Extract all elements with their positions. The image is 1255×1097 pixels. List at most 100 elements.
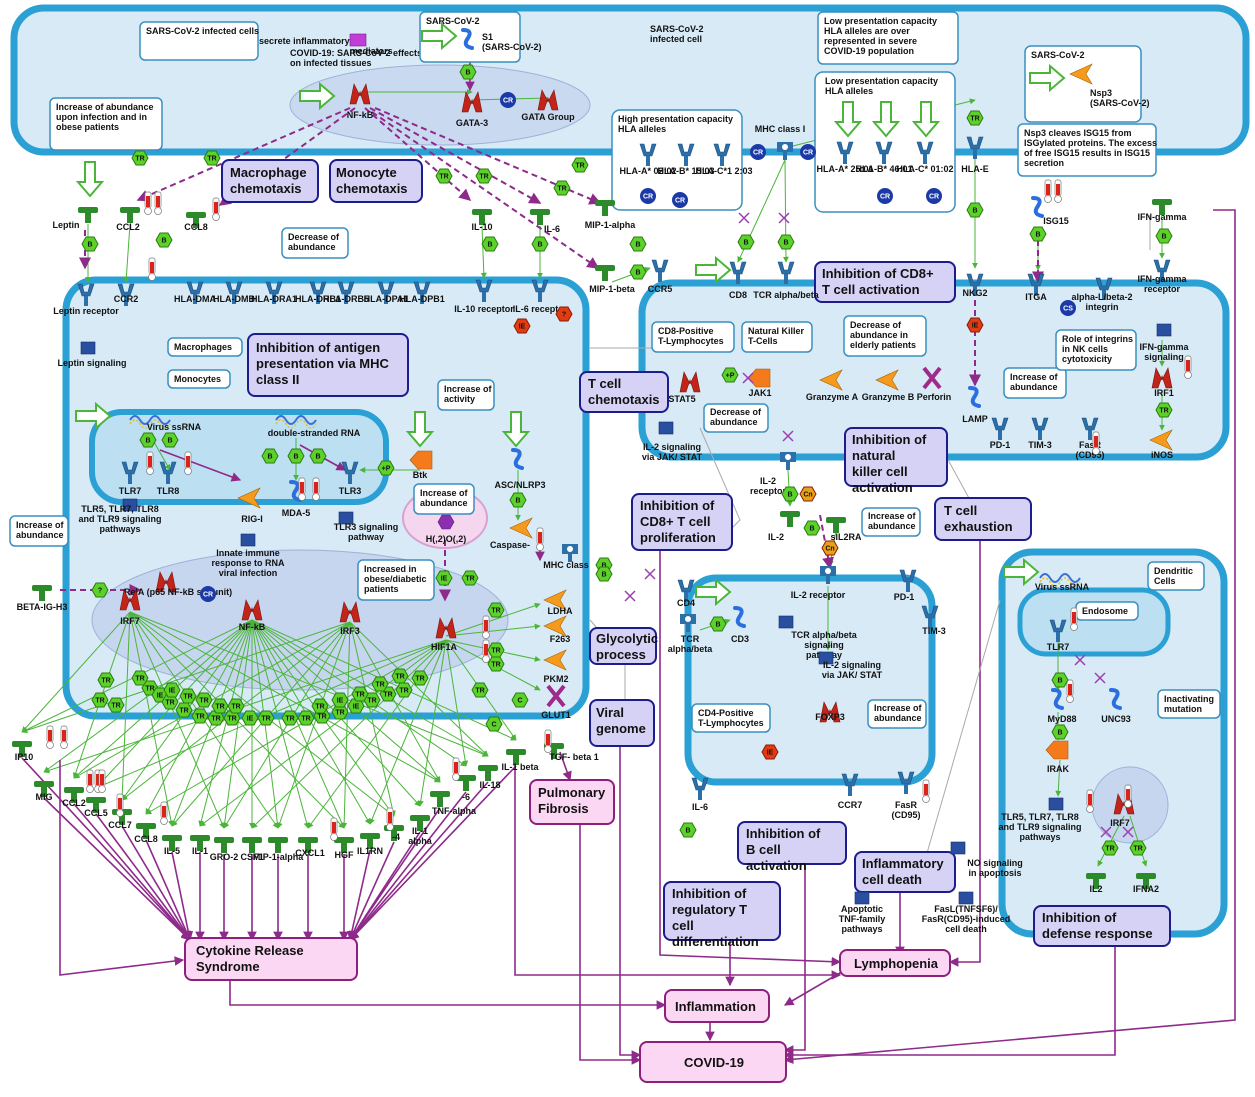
edge-label-b: B bbox=[1057, 730, 1062, 737]
edge-label-b: B bbox=[635, 270, 640, 277]
edge-label-tr: TR bbox=[165, 700, 174, 707]
cd4-cell bbox=[684, 574, 936, 786]
edge-label-tr: TR bbox=[95, 698, 104, 705]
node-mda5: MDA-5 bbox=[282, 508, 311, 518]
inhibition-mark bbox=[644, 568, 656, 580]
edge-label-ie: IE bbox=[441, 576, 448, 583]
node-ccr2: CCR2 bbox=[114, 294, 139, 304]
node-leptin_signaling: Leptin signaling bbox=[58, 358, 127, 368]
edge-label-tr: TR bbox=[207, 156, 216, 163]
static-edges bbox=[59, 45, 1236, 1065]
node-ip10: IP10 bbox=[15, 752, 34, 762]
node-cd4: CD4 bbox=[677, 598, 695, 608]
node-il10: IL-10 bbox=[471, 222, 492, 232]
node-h2o2: H(,2)O(,2) bbox=[426, 534, 467, 544]
edge-label-b: B bbox=[87, 242, 92, 249]
node-mip1alpha_top: MIP-1-alpha bbox=[585, 220, 637, 230]
edge-label-c: C bbox=[491, 722, 496, 729]
inhibition-mark bbox=[1100, 826, 1112, 838]
node-ccl5: CCL5 bbox=[84, 808, 108, 818]
edge-label-cn: Cn bbox=[803, 492, 812, 499]
node-ccl2_top: CCL2 bbox=[116, 222, 140, 232]
node-jak1: JAK1 bbox=[748, 388, 771, 398]
edge-label-cr: CR bbox=[503, 98, 513, 105]
edge-label-ie: IE bbox=[972, 323, 979, 330]
edge-label-tr: TR bbox=[145, 686, 154, 693]
node-tim3_top: TIM-3 bbox=[1028, 440, 1052, 450]
nsp3-label: Nsp3(SARS-CoV-2) bbox=[1090, 88, 1150, 108]
edge-label-tr: TR bbox=[465, 576, 474, 583]
edge-label-tr: TR bbox=[383, 692, 392, 699]
edge-label-cr: CR bbox=[643, 194, 653, 201]
node-il1beta: IL-1 beta bbox=[501, 762, 539, 772]
edge-label-ie: IE bbox=[337, 698, 344, 705]
node-hla_a_0202: HLA-A* 02:02 bbox=[619, 166, 676, 176]
node-ccl8_top: CCL8 bbox=[184, 222, 208, 232]
node-nkg2: NKG2 bbox=[962, 288, 987, 298]
inhibition-mark bbox=[1094, 672, 1106, 684]
edge-label-cn: Cn bbox=[825, 546, 834, 553]
node-dsrna: double-stranded RNA bbox=[268, 428, 361, 438]
node-il10_receptor: IL-10 receptor bbox=[454, 304, 514, 314]
node-stat5: STAT5 bbox=[668, 394, 695, 404]
edge-label-tr: TR bbox=[101, 678, 110, 685]
edge-label-tr: TR bbox=[1159, 408, 1168, 415]
inhibition-mark bbox=[782, 430, 794, 442]
edge-label-tr: TR bbox=[575, 163, 584, 170]
edge-label-tr: TR bbox=[415, 676, 424, 683]
edge-label-tr: TR bbox=[183, 694, 192, 701]
purple-edges bbox=[21, 757, 517, 942]
node-il1rn: IL1RN bbox=[357, 846, 383, 856]
node-il1: IL-1 bbox=[192, 846, 208, 856]
endosome-dc bbox=[1017, 587, 1171, 657]
s1-label: S1(SARS-CoV-2) bbox=[482, 32, 542, 52]
node-leptin_receptor: Leptin receptor bbox=[53, 306, 119, 316]
edge-label-b: B bbox=[601, 572, 606, 579]
edge-label-tr: TR bbox=[227, 716, 236, 723]
edge-label-tr: TR bbox=[317, 714, 326, 721]
node-hla_dpb1: HLA-DPB1 bbox=[399, 294, 445, 304]
node-virus_ssrna: Virus ssRNA bbox=[147, 422, 202, 432]
node-mhc_class_i: MHC class I bbox=[755, 124, 806, 134]
edge-label-q: ? bbox=[98, 588, 102, 595]
node-ccr5: CCR5 bbox=[648, 284, 673, 294]
node-nfkb_mid: NF-kB bbox=[239, 622, 266, 632]
nsp3-box-title: SARS-CoV-2 bbox=[1031, 50, 1085, 60]
nucleus-top bbox=[289, 64, 591, 146]
edge-label-tr: TR bbox=[261, 716, 270, 723]
node-tcr_alpha_beta_top: TCR alpha/beta bbox=[753, 290, 820, 300]
node-irf7_dc: IRF7 bbox=[1110, 818, 1130, 828]
edge-label-tr: TR bbox=[491, 608, 500, 615]
node-cxcl1: CXCL1 bbox=[295, 848, 325, 858]
edge-label-tr: TR bbox=[135, 676, 144, 683]
edge-label-tr: TR bbox=[335, 710, 344, 717]
node-granzyme_b: Granzyme B bbox=[862, 392, 915, 402]
node-ifna2: IFNA2 bbox=[1133, 884, 1159, 894]
edge-label-b: B bbox=[787, 492, 792, 499]
edge-label-tr: TR bbox=[1133, 846, 1142, 853]
edge-label-b: B bbox=[685, 828, 690, 835]
node-hla_c_0102: HLA-C* 01:02 bbox=[896, 164, 953, 174]
node-btk: Btk bbox=[413, 470, 428, 480]
